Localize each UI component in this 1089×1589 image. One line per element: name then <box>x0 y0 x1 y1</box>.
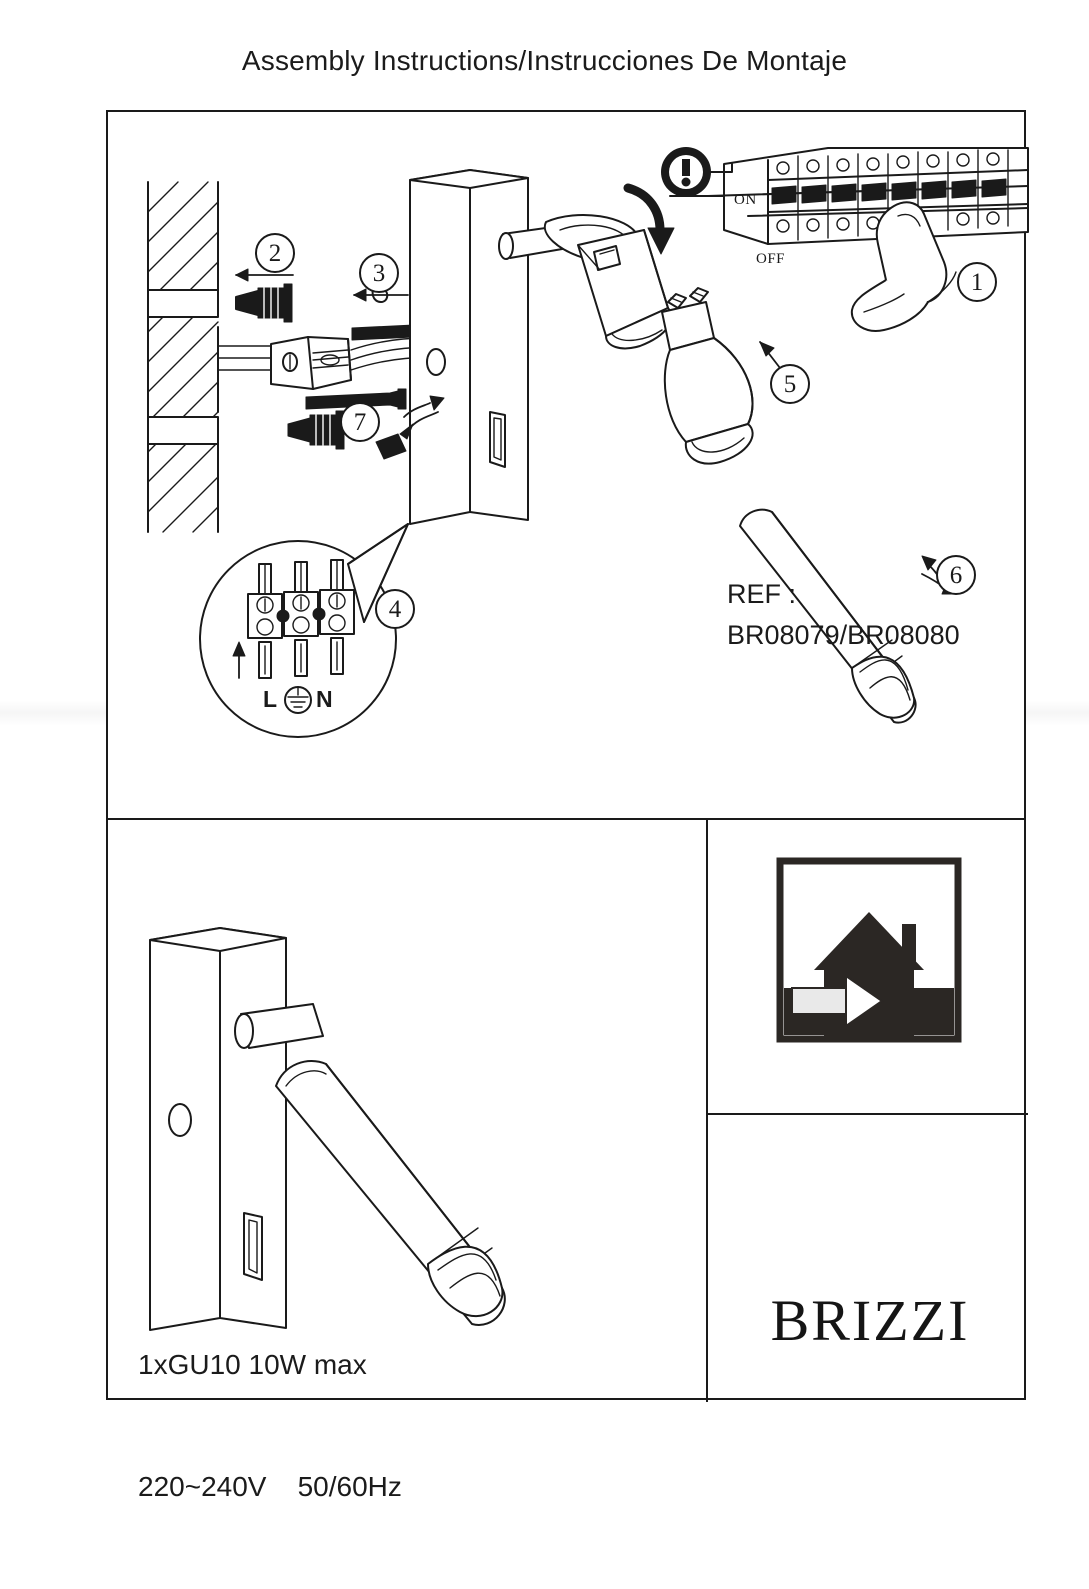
breaker-off-label: OFF <box>756 251 786 267</box>
step3-arrow <box>353 283 409 303</box>
wall-hatching <box>147 181 219 533</box>
terminal-live-label: L <box>263 686 278 712</box>
grub-screw-hole <box>426 348 446 376</box>
drill-hole-lower <box>147 416 219 445</box>
breaker-on-label: ON <box>734 192 757 208</box>
step-badge-4: 4 <box>375 589 415 629</box>
step2-arrow <box>235 268 294 282</box>
step-badge-6: 6 <box>936 555 976 595</box>
step-badge-7: 7 <box>340 402 380 442</box>
panel-divider-horizontal <box>108 818 1024 820</box>
wall-plug-lower <box>287 410 345 450</box>
page-title: Assembly Instructions/Instrucciones De M… <box>241 44 848 76</box>
terminal-insert-arrow <box>232 641 246 679</box>
mounting-screw-lower <box>305 388 407 410</box>
breaker-toggles <box>771 178 1007 205</box>
spec-lamp: 1xGU10 10W max <box>138 1349 367 1381</box>
spec-voltage: 220~240V 50/60Hz <box>138 1470 402 1502</box>
product-head-cylinder <box>275 1060 506 1326</box>
panel-divider-vertical <box>706 818 708 1402</box>
warning-exclamation-icon <box>661 147 733 197</box>
instruction-sheet-frame: 1 2 3 4 5 6 7 ON OFF L N <box>106 110 1029 1502</box>
lamp-arm-and-head <box>498 213 673 350</box>
on-off-arrow <box>623 183 675 255</box>
exploded-assembly-diagram <box>147 147 1029 738</box>
panel-divider-reference <box>706 1113 1028 1115</box>
step-badge-1: 1 <box>957 262 997 302</box>
product-arm <box>234 1003 324 1049</box>
reference-value: BR08079/BR08080 <box>727 619 960 650</box>
finished-product-view <box>149 927 506 1331</box>
reference-label: REF : <box>727 579 797 609</box>
circuit-breaker-panel <box>669 147 1029 245</box>
terminal-block <box>247 559 355 679</box>
step-badge-5: 5 <box>770 364 810 404</box>
earth-symbol <box>284 686 312 714</box>
reference-block: REF : BR08079/BR08080 <box>727 574 960 655</box>
step-badge-2: 2 <box>255 233 295 273</box>
wire-connector-block <box>270 336 352 390</box>
indoor-use-symbol <box>776 857 962 1043</box>
breaker-terminal-screws <box>776 152 1000 233</box>
wall-plate-body <box>409 169 529 525</box>
product-grub-screw-hole <box>168 1103 192 1137</box>
step5-arrow <box>759 341 781 369</box>
specifications-block: 1xGU10 10W max 220~240V 50/60Hz <box>138 1264 402 1589</box>
cylinder-shade <box>739 508 917 724</box>
step-badge-3: 3 <box>359 253 399 293</box>
gu10-lamp <box>661 287 754 465</box>
wall-plug-upper <box>235 283 293 323</box>
pointing-hand <box>850 201 957 332</box>
brand-logo: BRIZZI <box>770 1288 970 1353</box>
terminal-neutral-label: N <box>316 686 333 712</box>
grub-screw <box>375 395 445 460</box>
terminal-callout-balloon <box>199 523 409 738</box>
drill-hole-upper <box>147 289 219 318</box>
